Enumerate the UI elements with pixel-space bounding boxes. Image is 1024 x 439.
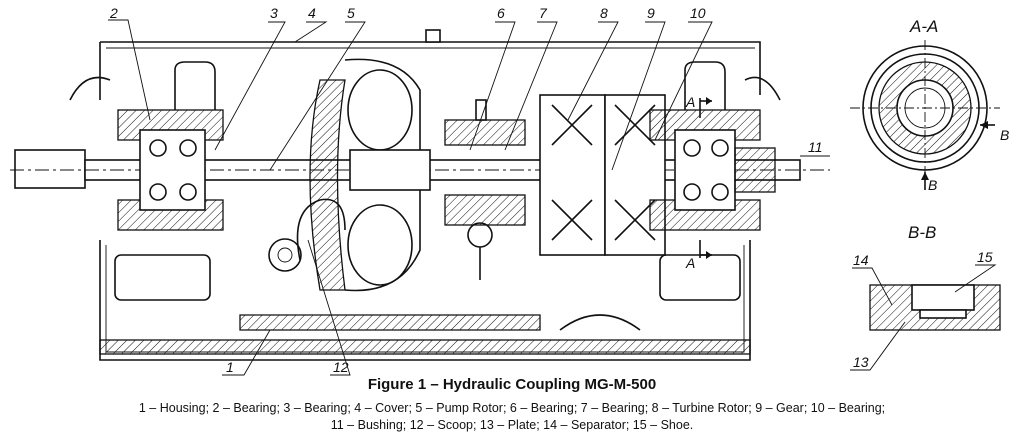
callout-8: 8 (600, 5, 608, 21)
callout-15: 15 (977, 249, 993, 265)
callout-9: 9 (647, 5, 655, 21)
callout-numbers: 2 3 4 5 6 7 8 9 10 11 1 12 13 14 15 (109, 5, 993, 375)
callout-2: 2 (109, 5, 118, 21)
legend-line-2: 11 – Bushing; 12 – Scoop; 13 – Plate; 14… (330, 418, 694, 432)
pump-rotor (268, 58, 431, 292)
callout-4: 4 (308, 5, 316, 21)
callout-7: 7 (539, 5, 548, 21)
callout-6: 6 (497, 5, 505, 21)
callout-11: 11 (808, 139, 823, 155)
callout-14: 14 (853, 252, 869, 268)
left-bearing (117, 61, 224, 231)
right-bearing (649, 61, 776, 231)
callout-3: 3 (270, 5, 278, 21)
cut-a-label-top: A (685, 94, 695, 110)
figure-title: Figure 1 – Hydraulic Coupling MG-M-500 (367, 376, 657, 393)
callout-5: 5 (347, 5, 355, 21)
callout-1: 1 (226, 359, 234, 375)
legend-line-1: 1 – Housing; 2 – Bearing; 3 – Bearing; 4… (138, 401, 886, 415)
section-a-a: A-A B B (850, 17, 1009, 193)
cut-a-label-bottom: A (685, 255, 695, 271)
turbine-rotor (539, 94, 666, 331)
cut-b-label-aa-bottom: B (928, 177, 937, 193)
section-b-b: B-B (869, 223, 1001, 331)
section-cut-a: A A (685, 94, 712, 271)
leader-lines (108, 19, 997, 376)
callout-12: 12 (333, 359, 349, 375)
callout-13: 13 (853, 354, 869, 370)
section-b-b-title: B-B (908, 223, 936, 242)
figure-legend: 1 – Housing; 2 – Bearing; 3 – Bearing; 4… (40, 400, 984, 434)
callout-10: 10 (690, 5, 706, 21)
cut-b-label-aa-right: B (1000, 127, 1009, 143)
middle-bearing (444, 99, 526, 280)
section-a-a-title: A-A (909, 17, 938, 36)
